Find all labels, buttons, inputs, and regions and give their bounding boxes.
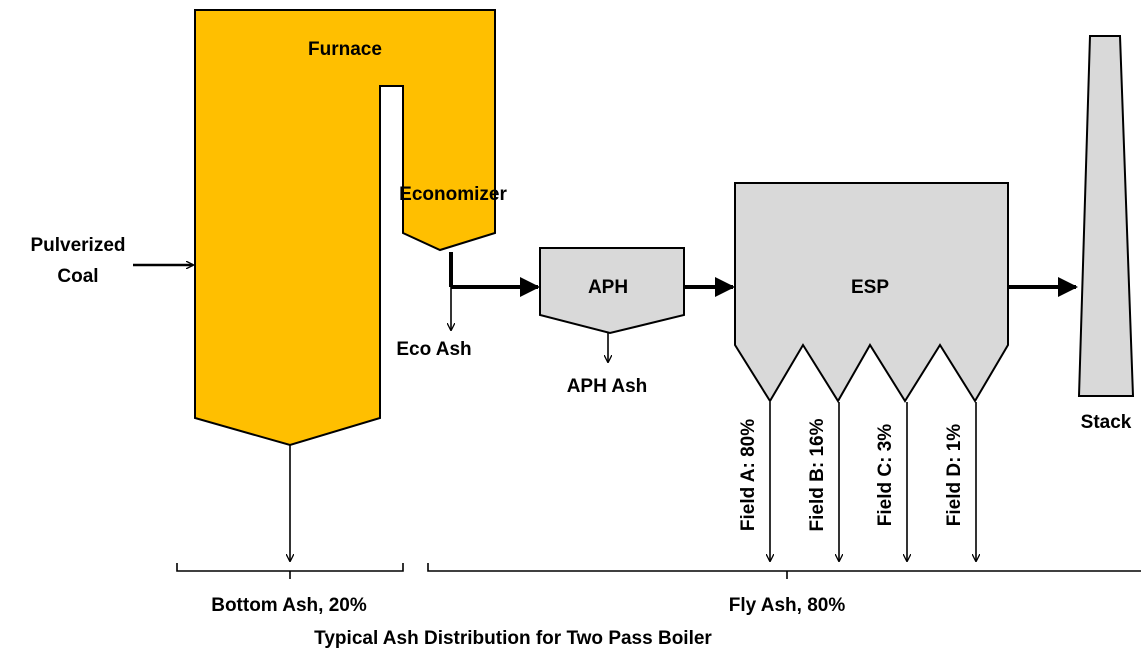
field-a-label: Field A: 80% [738,419,759,531]
stack-label: Stack [1081,412,1132,433]
field-c-label: Field C: 3% [875,424,896,527]
esp-shape [734,182,1009,403]
fly-ash-brace [427,563,1141,579]
eco-ash-label: Eco Ash [396,339,471,360]
diagram-caption: Typical Ash Distribution for Two Pass Bo… [314,628,712,649]
pulverized-label: Pulverized [30,235,125,256]
bottom-ash-brace [176,563,404,579]
field-b-label: Field B: 16% [807,418,828,531]
aph-ash-label: APH Ash [567,376,648,397]
furnace-label: Furnace [308,39,382,60]
stack-shape [1077,35,1135,397]
furnace-shape [194,9,496,447]
field-d-label: Field D: 1% [944,424,965,527]
aph-shape [539,247,685,335]
economizer-label: Economizer [399,184,507,205]
aph-label: APH [588,277,628,298]
fly-ash-label: Fly Ash, 80% [729,595,846,616]
bottom-ash-label: Bottom Ash, 20% [211,595,367,616]
esp-label: ESP [851,277,889,298]
coal-label: Coal [57,266,98,287]
